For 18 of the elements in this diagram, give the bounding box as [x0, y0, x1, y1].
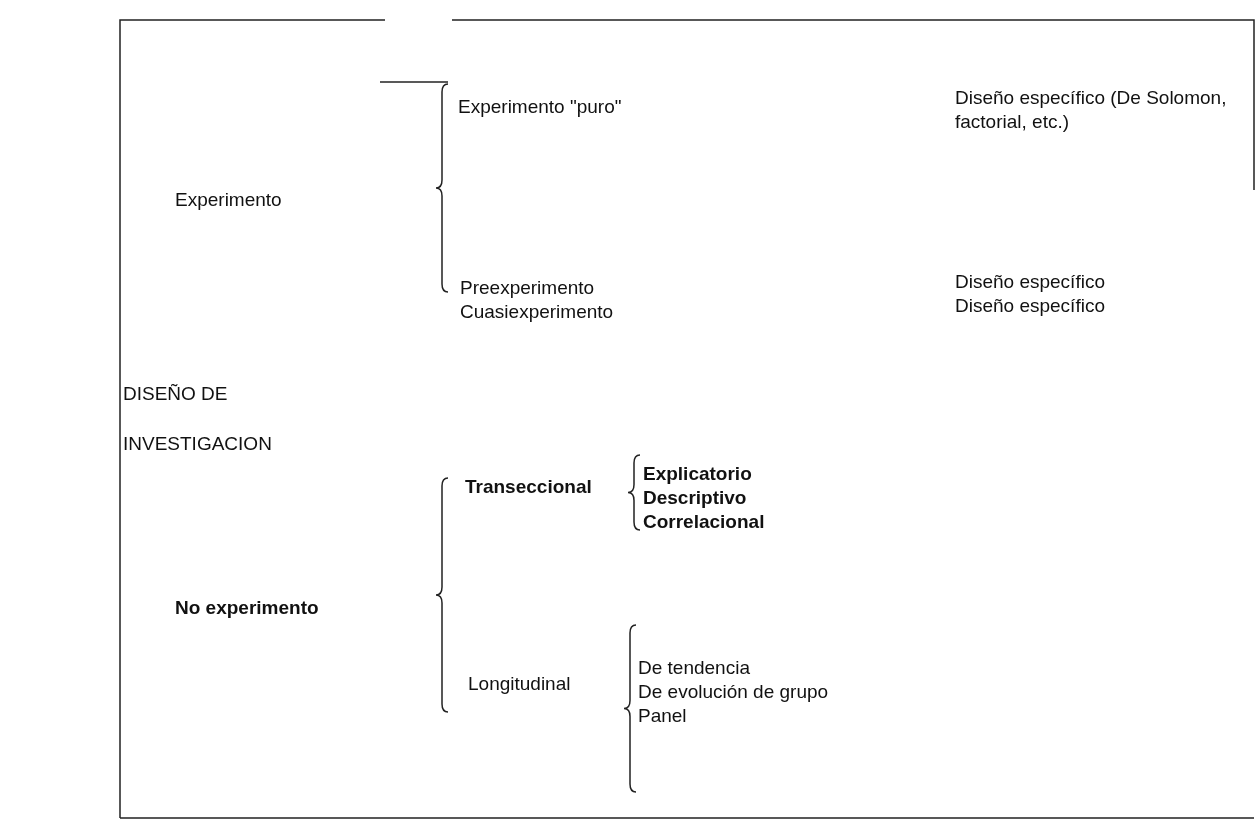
category-text: Preexperimento: [460, 276, 595, 300]
category-text: De tendencia: [638, 656, 750, 680]
category-text: No experimento: [175, 596, 319, 620]
category-text: Explicatorio: [643, 462, 752, 486]
category-text: Panel: [638, 704, 687, 728]
category-text: INVESTIGACION: [123, 432, 272, 456]
category-text: De evolución de grupo: [638, 680, 829, 704]
category-text: Correlacional: [643, 510, 765, 534]
category-text: Longitudinal: [468, 672, 571, 696]
category-text: Experimento "puro": [458, 95, 622, 119]
category-text: DISEÑO DE: [123, 382, 228, 406]
category-text: Descriptivo: [643, 486, 747, 510]
category-text: Experimento: [175, 188, 282, 212]
category-text: Cuasiexperimento: [460, 300, 614, 324]
category-text: Diseño específico: [955, 270, 1105, 294]
category-text: Transeccional: [465, 475, 592, 499]
category-text: Diseño específico: [955, 294, 1105, 318]
category-text: Diseño específico (De Solomon, factorial, etc.): [955, 86, 1228, 134]
